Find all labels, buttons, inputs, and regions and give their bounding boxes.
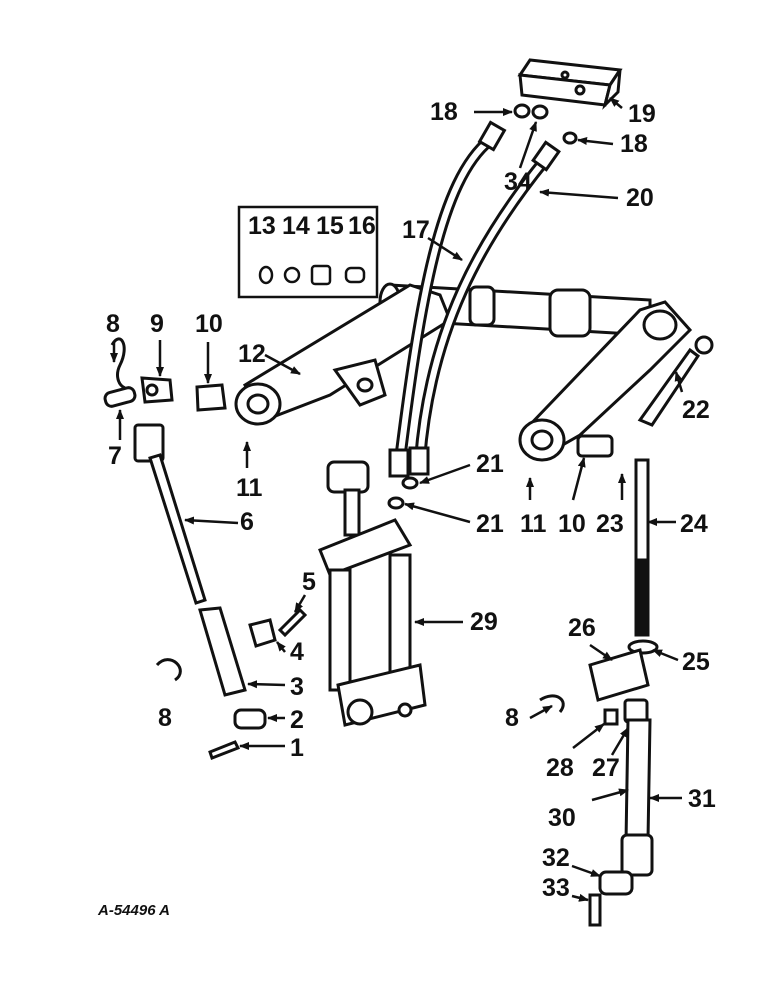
left-lift-link [133,423,308,697]
callout-10-left: 10 [195,310,223,338]
callout-1: 1 [290,734,304,762]
callout-12: 12 [238,340,266,368]
callout-25: 25 [682,648,710,676]
leader-arrows [110,97,684,902]
callout-20: 20 [626,184,654,212]
callout-31: 31 [688,785,716,813]
callout-2: 2 [290,706,304,734]
callout-28: 28 [546,754,574,782]
callout-4: 4 [290,638,304,666]
callout-27: 27 [592,754,620,782]
callout-18-left: 18 [430,98,458,126]
callout-34: 34 [504,168,532,196]
parts-inset-box [237,205,379,299]
callout-11-left: 11 [236,474,263,502]
callout-21-bottom: 21 [476,510,504,538]
callout-16: 16 [348,212,376,240]
callout-22: 22 [682,396,710,424]
callout-7: 7 [108,442,122,470]
callout-24: 24 [680,510,708,538]
callout-30: 30 [548,804,576,832]
callout-19: 19 [628,100,656,128]
hydraulic-cylinder [318,460,427,727]
callout-15: 15 [316,212,344,240]
callout-29: 29 [470,608,498,636]
hydraulic-hoses [388,120,561,478]
callout-11-right: 11 [520,510,547,538]
callout-10-right: 10 [558,510,586,538]
left-lift-arm [234,283,452,426]
bottom-pins [208,708,267,760]
left-linkage-pins [103,337,227,412]
callout-17: 17 [402,216,430,244]
callout-23: 23 [596,510,624,538]
callout-14: 14 [282,212,310,240]
callout-33: 33 [542,874,570,902]
right-lift-link [539,335,714,927]
o-rings [387,103,578,510]
valve-block [517,58,623,110]
callout-26: 26 [568,614,596,642]
callout-21-top: 21 [476,450,504,478]
callout-32: 32 [542,844,570,872]
callout-8-left: 8 [158,704,172,732]
callout-8-top: 8 [106,310,120,338]
callout-18-right: 18 [620,130,648,158]
callout-5: 5 [302,568,316,596]
callout-3: 3 [290,673,304,701]
right-lift-arm [518,300,693,462]
drawing-number: A-54496 A [98,902,170,919]
callout-13: 13 [248,212,276,240]
callout-9: 9 [150,310,164,338]
callout-6: 6 [240,508,254,536]
callout-8-right: 8 [505,704,519,732]
